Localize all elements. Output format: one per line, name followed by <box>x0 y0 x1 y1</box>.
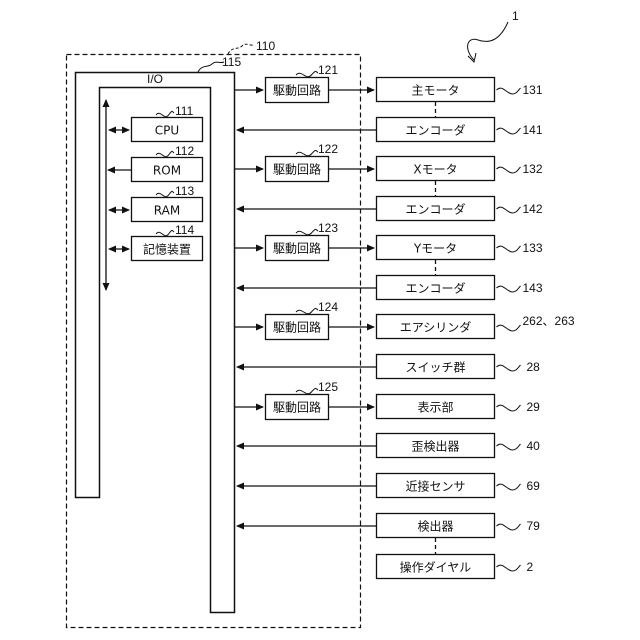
device-ref: 141 <box>523 123 543 137</box>
device-ref: 131 <box>523 83 543 97</box>
device-4: Yモータ 133 <box>377 236 543 260</box>
storage-ref: 114 <box>175 223 194 237</box>
device-label: 操作ダイヤル <box>400 560 472 575</box>
rom-ref: 112 <box>175 144 194 158</box>
device-ref-leader <box>497 565 521 571</box>
device-label: 表示部 <box>417 400 453 415</box>
cpu-ref-leader <box>156 111 174 116</box>
device-9: 歪検出器 40 <box>237 434 540 458</box>
device-0: 主モータ 131 <box>377 78 543 102</box>
drive-circuit-ref: 125 <box>318 380 338 394</box>
device-ref: 40 <box>527 439 541 453</box>
device-label: スイッチ群 <box>405 361 465 375</box>
io-label: I/O <box>147 72 163 86</box>
device-5: エンコーダ 143 <box>237 276 543 300</box>
system-ref: 1 <box>512 9 519 23</box>
device-ref: 142 <box>523 202 543 216</box>
drive-circuit-label: 駆動回路 <box>273 241 321 256</box>
internal-block-storage: 記憶装置 114 <box>109 223 203 261</box>
device-ref: 28 <box>527 360 541 374</box>
ram-ref-leader <box>156 191 174 196</box>
device-ref: 132 <box>523 162 543 176</box>
device-ref-leader <box>497 88 521 94</box>
drive-circuit-label: 駆動回路 <box>273 320 321 335</box>
internal-block-rom: ROM 112 <box>108 144 203 182</box>
internal-block-ram: RAM 113 <box>109 184 203 222</box>
io-ref: 115 <box>222 55 241 69</box>
device-12: 操作ダイヤル 2 <box>377 555 534 579</box>
device-ref: 2 <box>527 560 534 574</box>
device-label: 主モータ <box>411 84 459 98</box>
drive-circuit-label: 駆動回路 <box>273 400 321 415</box>
device-ref: 69 <box>527 479 541 493</box>
device-ref: 133 <box>523 241 543 255</box>
ram-ref: 113 <box>175 184 194 198</box>
device-label: Yモータ <box>413 242 457 256</box>
rom-ref-leader <box>156 151 174 156</box>
device-ref-leader <box>497 365 521 371</box>
rom-label: ROM <box>153 164 181 178</box>
drive-circuit-ref-leader <box>296 229 318 234</box>
device-label: エンコーダ <box>405 202 465 217</box>
device-ref-leader <box>497 286 521 292</box>
drive-circuit-ref: 124 <box>318 300 338 314</box>
drive-circuit-124: 駆動回路 124 <box>235 300 374 340</box>
io-ref-leader <box>198 62 224 72</box>
drive-circuit-121: 駆動回路 121 <box>235 63 374 103</box>
device-ref-leader <box>497 246 521 252</box>
device-label: エンコーダ <box>405 123 465 138</box>
controller-ref: 110 <box>256 39 275 53</box>
device-ref-leader <box>497 405 521 411</box>
device-label: Xモータ <box>413 163 457 177</box>
device-label: エアシリンダ <box>400 320 472 335</box>
drive-circuit-ref: 123 <box>318 221 338 235</box>
device-ref-leader <box>497 128 521 134</box>
device-ref-leader <box>497 484 521 490</box>
drive-circuit-122: 駆動回路 122 <box>235 142 374 182</box>
drive-circuit-123: 駆動回路 123 <box>235 221 374 261</box>
ram-label: RAM <box>154 204 180 218</box>
drive-circuit-ref-leader <box>296 71 318 76</box>
drive-circuit-ref-leader <box>296 388 318 393</box>
device-7: スイッチ群 28 <box>237 355 540 379</box>
device-ref-leader <box>497 325 521 331</box>
device-ref-leader <box>497 524 521 530</box>
device-1: エンコーダ 141 <box>237 118 543 142</box>
device-10: 近接センサ 69 <box>237 474 540 498</box>
device-label: 検出器 <box>417 520 453 534</box>
device-11: 検出器 79 <box>237 514 540 538</box>
io-block <box>76 73 235 613</box>
device-label: 歪検出器 <box>411 440 459 454</box>
storage-ref-leader <box>156 230 174 235</box>
drive-circuit-ref: 122 <box>318 142 338 156</box>
storage-label: 記憶装置 <box>143 242 191 257</box>
device-ref-leader <box>497 167 521 173</box>
device-ref-leader <box>497 444 521 450</box>
cpu-label: CPU <box>155 124 179 138</box>
device-ref: 29 <box>527 400 541 414</box>
device-ref: 79 <box>527 519 541 533</box>
device-ref: 262、263 <box>523 314 575 328</box>
cpu-ref: 111 <box>175 104 194 118</box>
device-8: 表示部 29 <box>377 395 541 419</box>
controller-ref-leader <box>228 44 254 54</box>
drive-circuit-label: 駆動回路 <box>273 162 321 177</box>
device-label: 近接センサ <box>405 479 465 494</box>
device-ref: 143 <box>523 281 543 295</box>
drive-circuit-ref-leader <box>296 308 318 313</box>
device-3: エンコーダ 142 <box>237 197 543 221</box>
drive-circuit-ref-leader <box>296 150 318 155</box>
device-ref-leader <box>497 207 521 213</box>
drive-circuit-label: 駆動回路 <box>273 83 321 98</box>
device-6: エアシリンダ 262、263 <box>377 314 575 339</box>
device-label: エンコーダ <box>405 281 465 296</box>
internal-block-cpu: CPU 111 <box>109 104 203 142</box>
drive-circuit-ref: 121 <box>318 63 338 77</box>
device-2: Xモータ 132 <box>377 157 543 181</box>
drive-circuit-125: 駆動回路 125 <box>235 380 374 420</box>
system-ref-arrow <box>468 22 508 60</box>
